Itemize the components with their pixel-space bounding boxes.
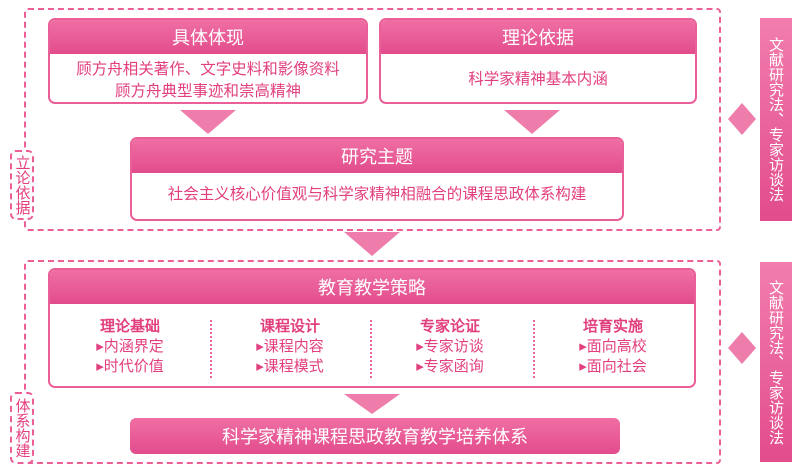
column-expert: 专家论证 ▸专家访谈 ▸专家函询 — [372, 316, 528, 376]
column-item: 课程模式 — [263, 357, 324, 375]
column-item: 专家访谈 — [423, 337, 484, 355]
bottom-section-frame — [24, 260, 721, 464]
theoretical-basis-title: 理论依据 — [381, 20, 695, 54]
theoretical-basis-line-1: 科学家精神基本内涵 — [468, 70, 608, 88]
column-divider — [533, 320, 535, 378]
research-topic-line-1: 社会主义核心价值观与科学家精神相融合的课程思政体系构建 — [167, 185, 587, 203]
top-section-label: 立论依据 — [10, 150, 34, 220]
arrow-down-middle — [344, 232, 400, 256]
column-heading: 理论基础 — [99, 317, 160, 335]
strategy-title: 教育教学策略 — [50, 270, 694, 304]
arrow-down-right — [504, 110, 560, 134]
bottom-method-arrow — [728, 332, 742, 364]
concrete-manifestation-line-2: 顾方舟典型事迹和崇高精神 — [114, 82, 301, 100]
column-item: 课程内容 — [263, 337, 324, 355]
concrete-manifestation-title: 具体体现 — [50, 20, 366, 54]
research-topic-title: 研究主题 — [132, 139, 622, 173]
column-item: 内涵界定 — [103, 337, 164, 355]
research-topic-box: 研究主题 社会主义核心价值观与科学家精神相融合的课程思政体系构建 — [130, 137, 624, 221]
strategy-box: 教育教学策略 — [48, 268, 696, 388]
result-bar: 科学家精神课程思政教育教学培养体系 — [130, 418, 620, 454]
column-item: 专家函询 — [423, 357, 484, 375]
column-heading: 课程设计 — [259, 317, 320, 335]
top-section-frame — [24, 8, 721, 231]
bottom-section-label: 体系构建 — [10, 392, 34, 464]
concrete-manifestation-line-1: 顾方舟相关著作、文字史料和影像资料 — [76, 60, 340, 78]
result-text: 科学家精神课程思政教育教学培养体系 — [222, 427, 528, 448]
column-theory: 理论基础 ▸内涵界定 ▸时代价值 — [52, 316, 208, 376]
top-method-arrow-b — [742, 103, 756, 135]
column-item: 面向社会 — [586, 357, 647, 375]
theoretical-basis-box: 理论依据 科学家精神基本内涵 — [379, 18, 697, 104]
column-cultivation: 培育实施 ▸面向高校 ▸面向社会 — [535, 316, 691, 376]
bottom-method-banner: 文献研究法、专家访谈法 — [760, 262, 792, 462]
column-item: 面向高校 — [586, 337, 647, 355]
top-method-arrow — [728, 103, 742, 135]
column-divider — [210, 320, 212, 378]
top-method-banner: 文献研究法、专家访谈法 — [760, 18, 792, 221]
column-heading: 培育实施 — [582, 317, 643, 335]
column-course: 课程设计 ▸课程内容 ▸课程模式 — [212, 316, 368, 376]
column-divider — [370, 320, 372, 378]
column-item: 时代价值 — [103, 357, 164, 375]
bottom-method-arrow-b — [742, 332, 756, 364]
arrow-down-result — [344, 394, 400, 414]
arrow-down-left — [180, 110, 236, 134]
concrete-manifestation-box: 具体体现 顾方舟相关著作、文字史料和影像资料 顾方舟典型事迹和崇高精神 — [48, 18, 368, 104]
column-heading: 专家论证 — [419, 317, 480, 335]
